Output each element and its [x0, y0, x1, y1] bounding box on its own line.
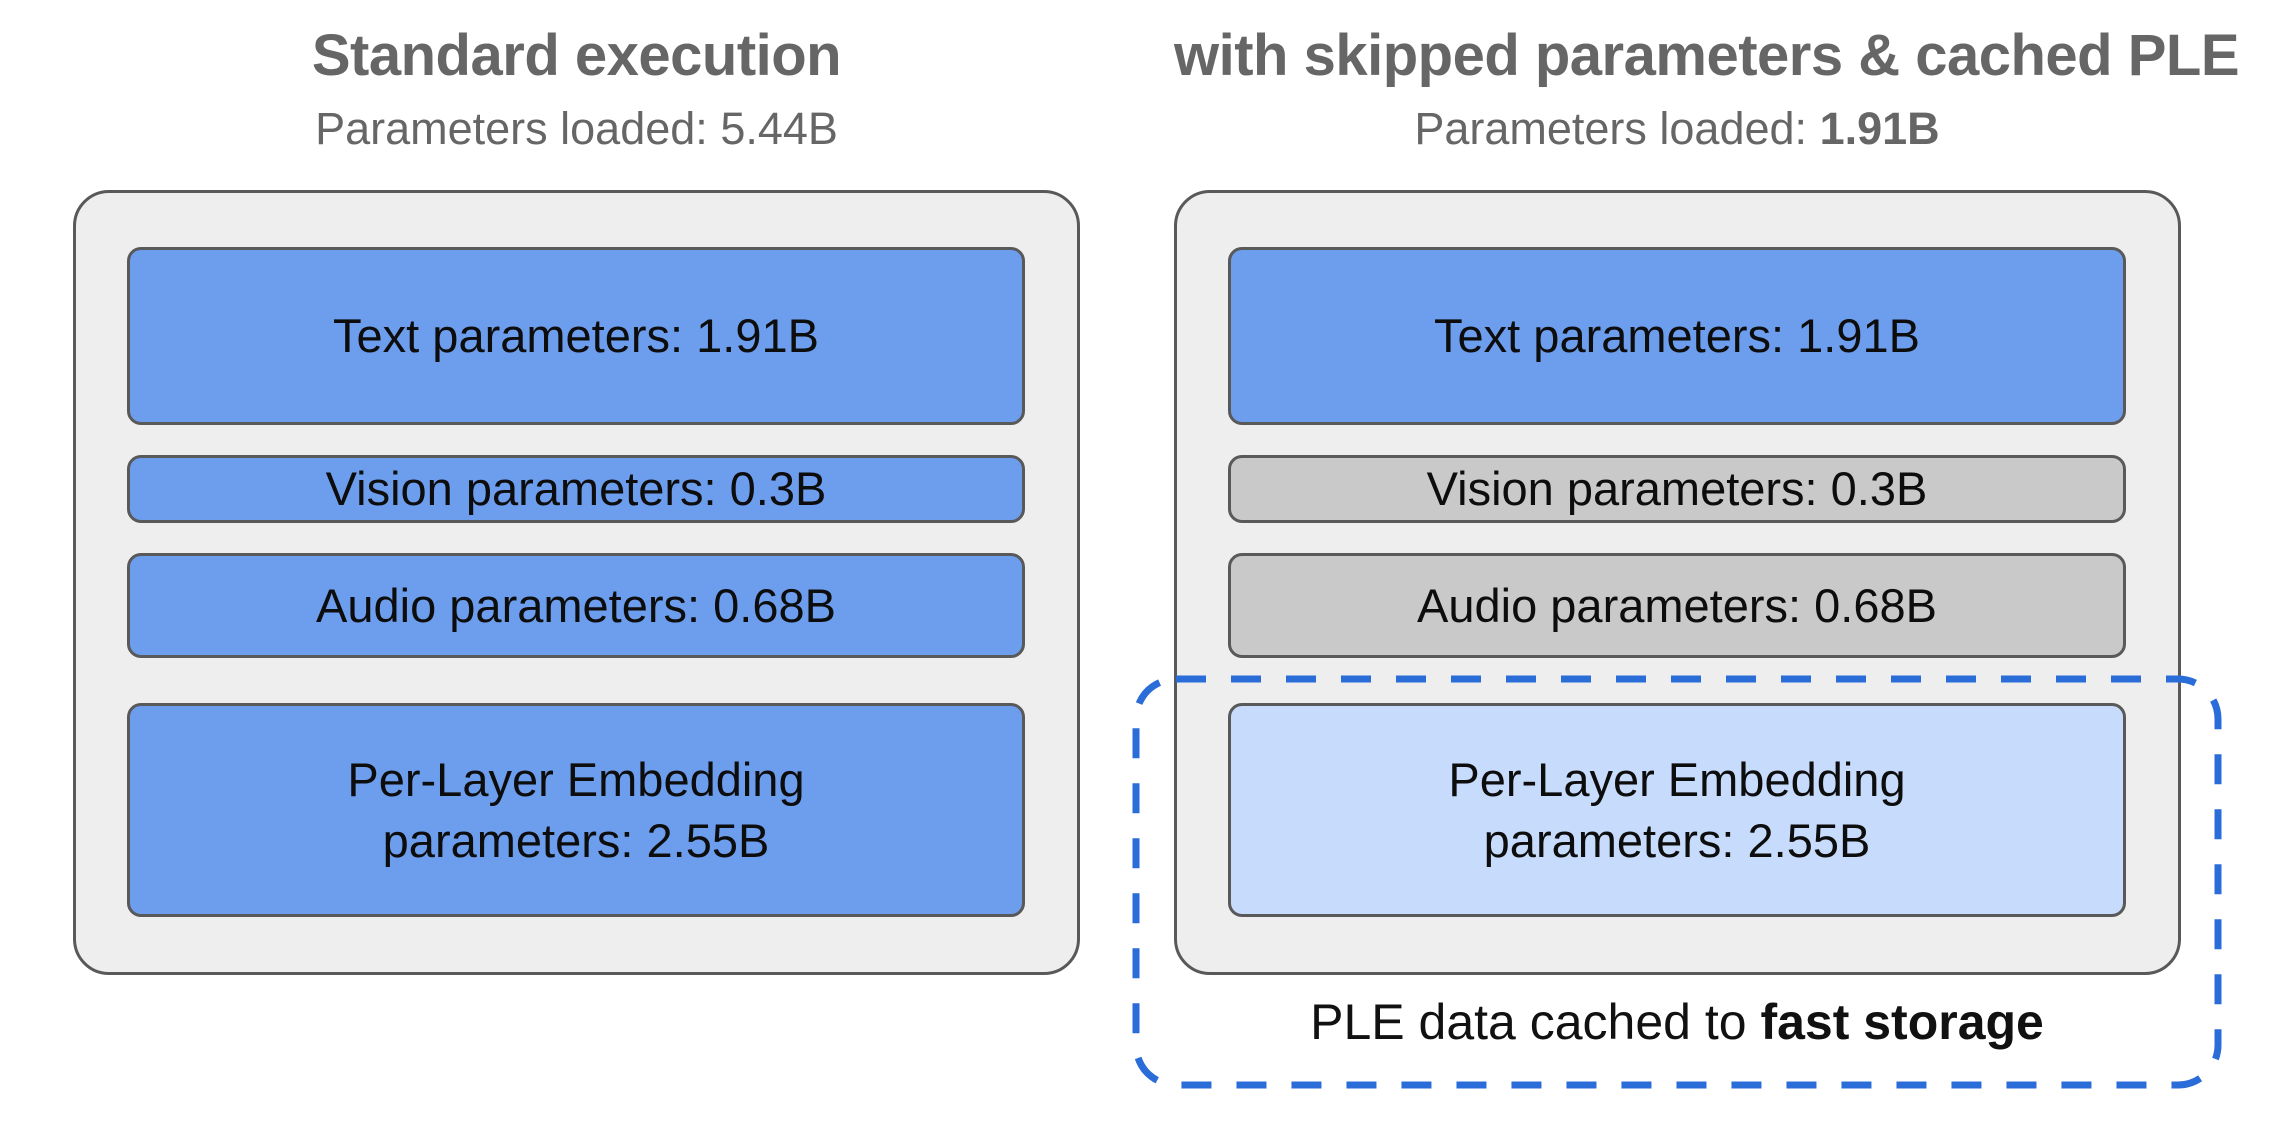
ple-cache-caption-prefix: PLE data cached to [1310, 994, 1761, 1050]
left-model-container: Text parameters: 1.91B Vision parameters… [73, 190, 1080, 975]
right-box-text-params: Text parameters: 1.91B [1228, 247, 2126, 425]
left-panel-title: Standard execution [311, 23, 842, 88]
left-params-loaded-value: 5.44B [720, 103, 838, 154]
right-box-vision-params-skipped: Vision parameters: 0.3B [1228, 455, 2126, 523]
right-model-container: Text parameters: 1.91B Vision parameters… [1174, 190, 2181, 975]
left-box-text-params: Text parameters: 1.91B [127, 247, 1025, 425]
left-box-audio-params-label: Audio parameters: 0.68B [316, 578, 836, 632]
left-params-loaded-label: Parameters loaded: [315, 103, 721, 154]
left-panel-subtitle: Parameters loaded: 5.44B [73, 103, 1080, 155]
left-box-text-params-label: Text parameters: 1.91B [333, 309, 819, 363]
ple-cache-caption-bold: fast storage [1760, 994, 2044, 1050]
right-params-loaded-value: 1.91B [1819, 103, 1940, 154]
left-box-ple-params: Per-Layer Embedding parameters: 2.55B [127, 703, 1025, 917]
ple-cache-dashed-outline [1132, 675, 2222, 1089]
right-box-text-params-label: Text parameters: 1.91B [1434, 309, 1920, 363]
right-box-audio-params-skipped: Audio parameters: 0.68B [1228, 553, 2126, 658]
right-box-audio-params-label: Audio parameters: 0.68B [1417, 578, 1937, 632]
left-box-vision-params: Vision parameters: 0.3B [127, 455, 1025, 523]
right-box-vision-params-label: Vision parameters: 0.3B [1426, 462, 1928, 516]
left-box-audio-params: Audio parameters: 0.68B [127, 553, 1025, 658]
left-box-ple-params-label: Per-Layer Embedding parameters: 2.55B [347, 752, 805, 867]
right-panel-subtitle: Parameters loaded: 1.91B [1174, 103, 2180, 155]
right-box-ple-params-cached: Per-Layer Embedding parameters: 2.55B [1228, 703, 2126, 917]
left-box-vision-params-label: Vision parameters: 0.3B [325, 462, 827, 516]
right-panel-title: with skipped parameters & cached PLE [1174, 23, 2240, 88]
right-box-ple-params-label: Per-Layer Embedding parameters: 2.55B [1448, 752, 1906, 867]
ple-cache-caption: PLE data cached to fast storage [1136, 993, 2218, 1051]
right-params-loaded-label: Parameters loaded: [1414, 103, 1820, 154]
